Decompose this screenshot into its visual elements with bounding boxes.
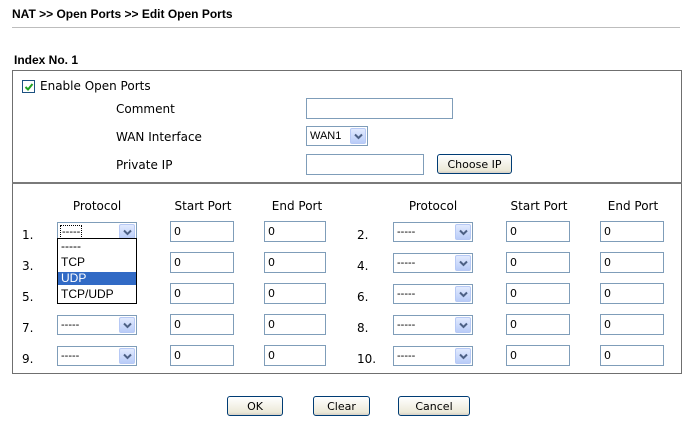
comment-label: Comment bbox=[116, 102, 175, 116]
start-port-header-left: Start Port bbox=[174, 199, 232, 213]
wan-interface-select[interactable]: WAN1 bbox=[306, 126, 368, 146]
protocol-value: ----- bbox=[61, 319, 80, 331]
end-port-input-3[interactable]: 0 bbox=[264, 252, 326, 273]
protocol-value: ----- bbox=[397, 257, 416, 269]
protocol-dropdown-list[interactable]: ----- TCP UDP TCP/UDP bbox=[57, 238, 137, 304]
protocol-select-2[interactable]: ----- bbox=[393, 222, 473, 242]
chevron-down-icon bbox=[455, 348, 471, 364]
end-port-input-1[interactable]: 0 bbox=[264, 221, 326, 242]
cancel-button[interactable]: Cancel bbox=[398, 396, 470, 416]
breadcrumb: NAT >> Open Ports >> Edit Open Ports bbox=[12, 7, 233, 21]
start-port-input-8[interactable]: 0 bbox=[506, 314, 570, 335]
start-port-input-9[interactable]: 0 bbox=[170, 345, 234, 366]
enable-open-ports-label: Enable Open Ports bbox=[40, 79, 151, 93]
start-port-input-10[interactable]: 0 bbox=[506, 345, 570, 366]
clear-button[interactable]: Clear bbox=[313, 396, 370, 416]
protocol-select-9[interactable]: ----- bbox=[57, 346, 137, 366]
start-port-input-6[interactable]: 0 bbox=[506, 283, 570, 304]
protocol-value: ----- bbox=[397, 226, 416, 238]
private-ip-input[interactable] bbox=[306, 154, 424, 175]
row-number: 3. bbox=[22, 259, 34, 273]
protocol-select-4[interactable]: ----- bbox=[393, 253, 473, 273]
end-port-input-2[interactable]: 0 bbox=[600, 221, 664, 242]
protocol-value: ----- bbox=[61, 350, 80, 362]
row-number: 9. bbox=[22, 352, 34, 366]
end-port-input-8[interactable]: 0 bbox=[600, 314, 664, 335]
row-number: 1. bbox=[22, 228, 34, 242]
enable-open-ports-checkbox[interactable] bbox=[22, 80, 35, 93]
ok-button[interactable]: OK bbox=[227, 396, 283, 416]
choose-ip-button[interactable]: Choose IP bbox=[437, 154, 512, 174]
dropdown-option[interactable]: TCP/UDP bbox=[61, 287, 114, 301]
end-port-input-7[interactable]: 0 bbox=[264, 314, 326, 335]
end-port-input-4[interactable]: 0 bbox=[600, 252, 664, 273]
wan-interface-label: WAN Interface bbox=[116, 130, 202, 144]
chevron-down-icon bbox=[350, 128, 366, 144]
row-number: 7. bbox=[22, 321, 34, 335]
wan-interface-value: WAN1 bbox=[310, 130, 342, 142]
dropdown-option[interactable]: ----- bbox=[61, 239, 81, 253]
start-port-input-7[interactable]: 0 bbox=[170, 314, 234, 335]
row-number: 4. bbox=[357, 259, 369, 273]
start-port-header-right: Start Port bbox=[510, 199, 568, 213]
open-ports-panel bbox=[12, 70, 682, 374]
start-port-input-2[interactable]: 0 bbox=[506, 221, 570, 242]
divider bbox=[12, 27, 680, 28]
row-number: 5. bbox=[22, 290, 34, 304]
end-port-input-10[interactable]: 0 bbox=[600, 345, 664, 366]
protocol-select-1[interactable]: ----- bbox=[57, 222, 137, 242]
chevron-down-icon bbox=[455, 224, 471, 240]
end-port-input-9[interactable]: 0 bbox=[264, 345, 326, 366]
start-port-input-3[interactable]: 0 bbox=[170, 252, 234, 273]
protocol-header-left: Protocol bbox=[72, 199, 122, 213]
end-port-input-5[interactable]: 0 bbox=[264, 283, 326, 304]
protocol-select-6[interactable]: ----- bbox=[393, 284, 473, 304]
protocol-value: ----- bbox=[397, 288, 416, 300]
checkmark-icon bbox=[24, 83, 34, 91]
protocol-value: ----- bbox=[397, 319, 416, 331]
protocol-select-8[interactable]: ----- bbox=[393, 315, 473, 335]
protocol-value: ----- bbox=[397, 350, 416, 362]
protocol-header-right: Protocol bbox=[408, 199, 458, 213]
dropdown-option[interactable]: TCP bbox=[61, 255, 85, 269]
private-ip-label: Private IP bbox=[116, 158, 173, 172]
protocol-select-10[interactable]: ----- bbox=[393, 346, 473, 366]
protocol-select-7[interactable]: ----- bbox=[57, 315, 137, 335]
protocol-value: ----- bbox=[59, 225, 83, 239]
row-number: 8. bbox=[357, 321, 369, 335]
index-label: Index No. 1 bbox=[14, 53, 79, 67]
end-port-header-right: End Port bbox=[607, 199, 659, 213]
chevron-down-icon bbox=[455, 317, 471, 333]
chevron-down-icon bbox=[119, 348, 135, 364]
dropdown-option-selected[interactable]: UDP bbox=[58, 272, 136, 285]
row-number: 2. bbox=[357, 228, 369, 242]
end-port-input-6[interactable]: 0 bbox=[600, 283, 664, 304]
start-port-input-5[interactable]: 0 bbox=[170, 283, 234, 304]
chevron-down-icon bbox=[119, 317, 135, 333]
row-number: 10. bbox=[357, 352, 377, 366]
chevron-down-icon bbox=[455, 255, 471, 271]
comment-input[interactable] bbox=[306, 98, 453, 119]
row-number: 6. bbox=[357, 290, 369, 304]
section-divider bbox=[12, 182, 682, 184]
end-port-header-left: End Port bbox=[271, 199, 323, 213]
start-port-input-4[interactable]: 0 bbox=[506, 252, 570, 273]
chevron-down-icon bbox=[455, 286, 471, 302]
start-port-input-1[interactable]: 0 bbox=[170, 221, 234, 242]
